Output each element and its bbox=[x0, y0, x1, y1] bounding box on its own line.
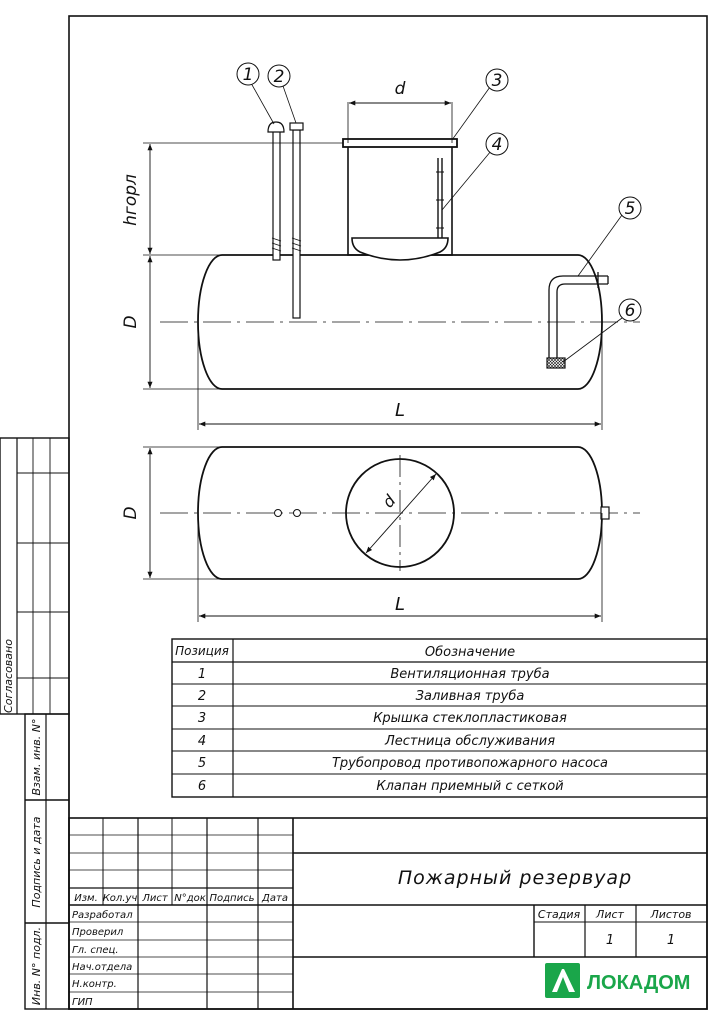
side-stamp-replace-inv: Взам. инв. N° bbox=[30, 719, 43, 796]
tb-role: Разработал bbox=[72, 909, 133, 921]
dim-L-top-label: L bbox=[395, 594, 405, 615]
spec-row-pos: 1 bbox=[198, 667, 206, 682]
callout-3: 3 bbox=[492, 71, 503, 91]
tb-sheets-label: Листов bbox=[649, 908, 691, 921]
vent-cap bbox=[267, 121, 285, 133]
side-view bbox=[160, 121, 640, 390]
intake-valve bbox=[546, 357, 566, 369]
tank-top-outline bbox=[197, 446, 603, 580]
spec-row-pos: 6 bbox=[198, 779, 206, 794]
tb-role: Гл. спец. bbox=[72, 945, 119, 956]
callout-circle bbox=[485, 68, 509, 92]
drawing-title: Пожарный резервуар bbox=[398, 867, 632, 889]
dim-d-label: d bbox=[395, 79, 406, 99]
tb-role: Нач.отдела bbox=[72, 962, 132, 973]
dim-D-top-label: D bbox=[121, 506, 141, 519]
lid-cover bbox=[342, 138, 458, 148]
neck-circle bbox=[345, 458, 455, 568]
tb-col-ndok: N°док bbox=[174, 893, 206, 904]
spec-table: Позиция Обозначение 1 Вентиляционная тру… bbox=[171, 638, 708, 798]
callout-1: 1 bbox=[243, 65, 254, 85]
manhole-hatch bbox=[351, 237, 449, 261]
side-stamp: Согласовано Взам. инв. N° Подпись и дата… bbox=[0, 437, 70, 1010]
side-stamp-inv-orig: Инв. N° подл. bbox=[30, 927, 43, 1005]
spec-row-name: Трубопровод противопожарного насоса bbox=[332, 756, 608, 771]
logo-mark bbox=[545, 963, 580, 998]
spec-row-pos: 5 bbox=[198, 756, 206, 771]
spec-row-name: Заливная труба bbox=[416, 689, 525, 704]
tb-sheet-label: Лист bbox=[595, 908, 624, 921]
tb-sheet-value: 1 bbox=[606, 933, 614, 948]
tb-col-list: Лист bbox=[141, 893, 169, 904]
fill-pipe-cap bbox=[289, 122, 304, 131]
pump-pipe-outer bbox=[548, 275, 608, 360]
title-block: Изм. Кол.уч Лист N°док Подпись Дата Разр… bbox=[68, 817, 708, 1010]
tb-role: ГИП bbox=[72, 997, 93, 1008]
spec-row-pos: 2 bbox=[198, 689, 206, 704]
dim-L-label: L bbox=[395, 400, 405, 421]
logo-glyph bbox=[552, 969, 575, 992]
callouts: 1 2 3 4 5 6 bbox=[236, 62, 642, 363]
callout-circle bbox=[267, 64, 291, 88]
spec-row-name: Лестница обслуживания bbox=[384, 734, 555, 749]
callout-6: 6 bbox=[625, 301, 636, 321]
callout-5: 5 bbox=[625, 199, 636, 219]
tb-role: Н.контр. bbox=[72, 979, 117, 990]
fill-pipe bbox=[292, 129, 301, 319]
spec-row-name: Клапан приемный с сеткой bbox=[376, 779, 563, 794]
side-stamp-agreed: Согласовано bbox=[2, 639, 15, 713]
dim-D-label: D bbox=[121, 315, 141, 328]
spec-header-name: Обозначение bbox=[425, 645, 515, 660]
dim-h-label: hгорл bbox=[121, 174, 141, 226]
side-view-dimensions bbox=[143, 100, 603, 430]
callout-circle bbox=[485, 132, 509, 156]
top-view bbox=[143, 446, 640, 622]
spec-row-pos: 3 bbox=[198, 711, 206, 726]
logo-text: ЛОКАДОМ bbox=[587, 972, 690, 994]
callout-circle bbox=[618, 196, 642, 220]
callout-circle bbox=[618, 298, 642, 322]
spec-row-name: Крышка стеклопластиковая bbox=[373, 711, 567, 726]
tb-col-kol: Кол.уч bbox=[103, 893, 138, 904]
pump-pipe-inner bbox=[556, 283, 608, 360]
tb-col-sign: Подпись bbox=[210, 893, 255, 904]
callout-2: 2 bbox=[274, 67, 285, 87]
callout-4: 4 bbox=[492, 135, 503, 155]
tb-sheets-value: 1 bbox=[667, 933, 675, 948]
tb-role: Проверил bbox=[72, 927, 124, 938]
spec-row-name: Вентиляционная труба bbox=[390, 667, 549, 682]
spec-header-pos: Позиция bbox=[175, 644, 229, 658]
neck-diameter-dim bbox=[365, 473, 437, 554]
side-stamp-sign-date: Подпись и дата bbox=[30, 816, 43, 907]
spec-row-pos: 4 bbox=[198, 734, 206, 749]
tb-stage-label: Стадия bbox=[538, 908, 581, 921]
tb-col-izm: Изм. bbox=[74, 893, 98, 904]
dim-d-top-label: d bbox=[378, 491, 399, 512]
callout-circle bbox=[236, 62, 260, 86]
sheet-frame bbox=[68, 15, 708, 1010]
tb-col-date: Дата bbox=[261, 893, 288, 904]
